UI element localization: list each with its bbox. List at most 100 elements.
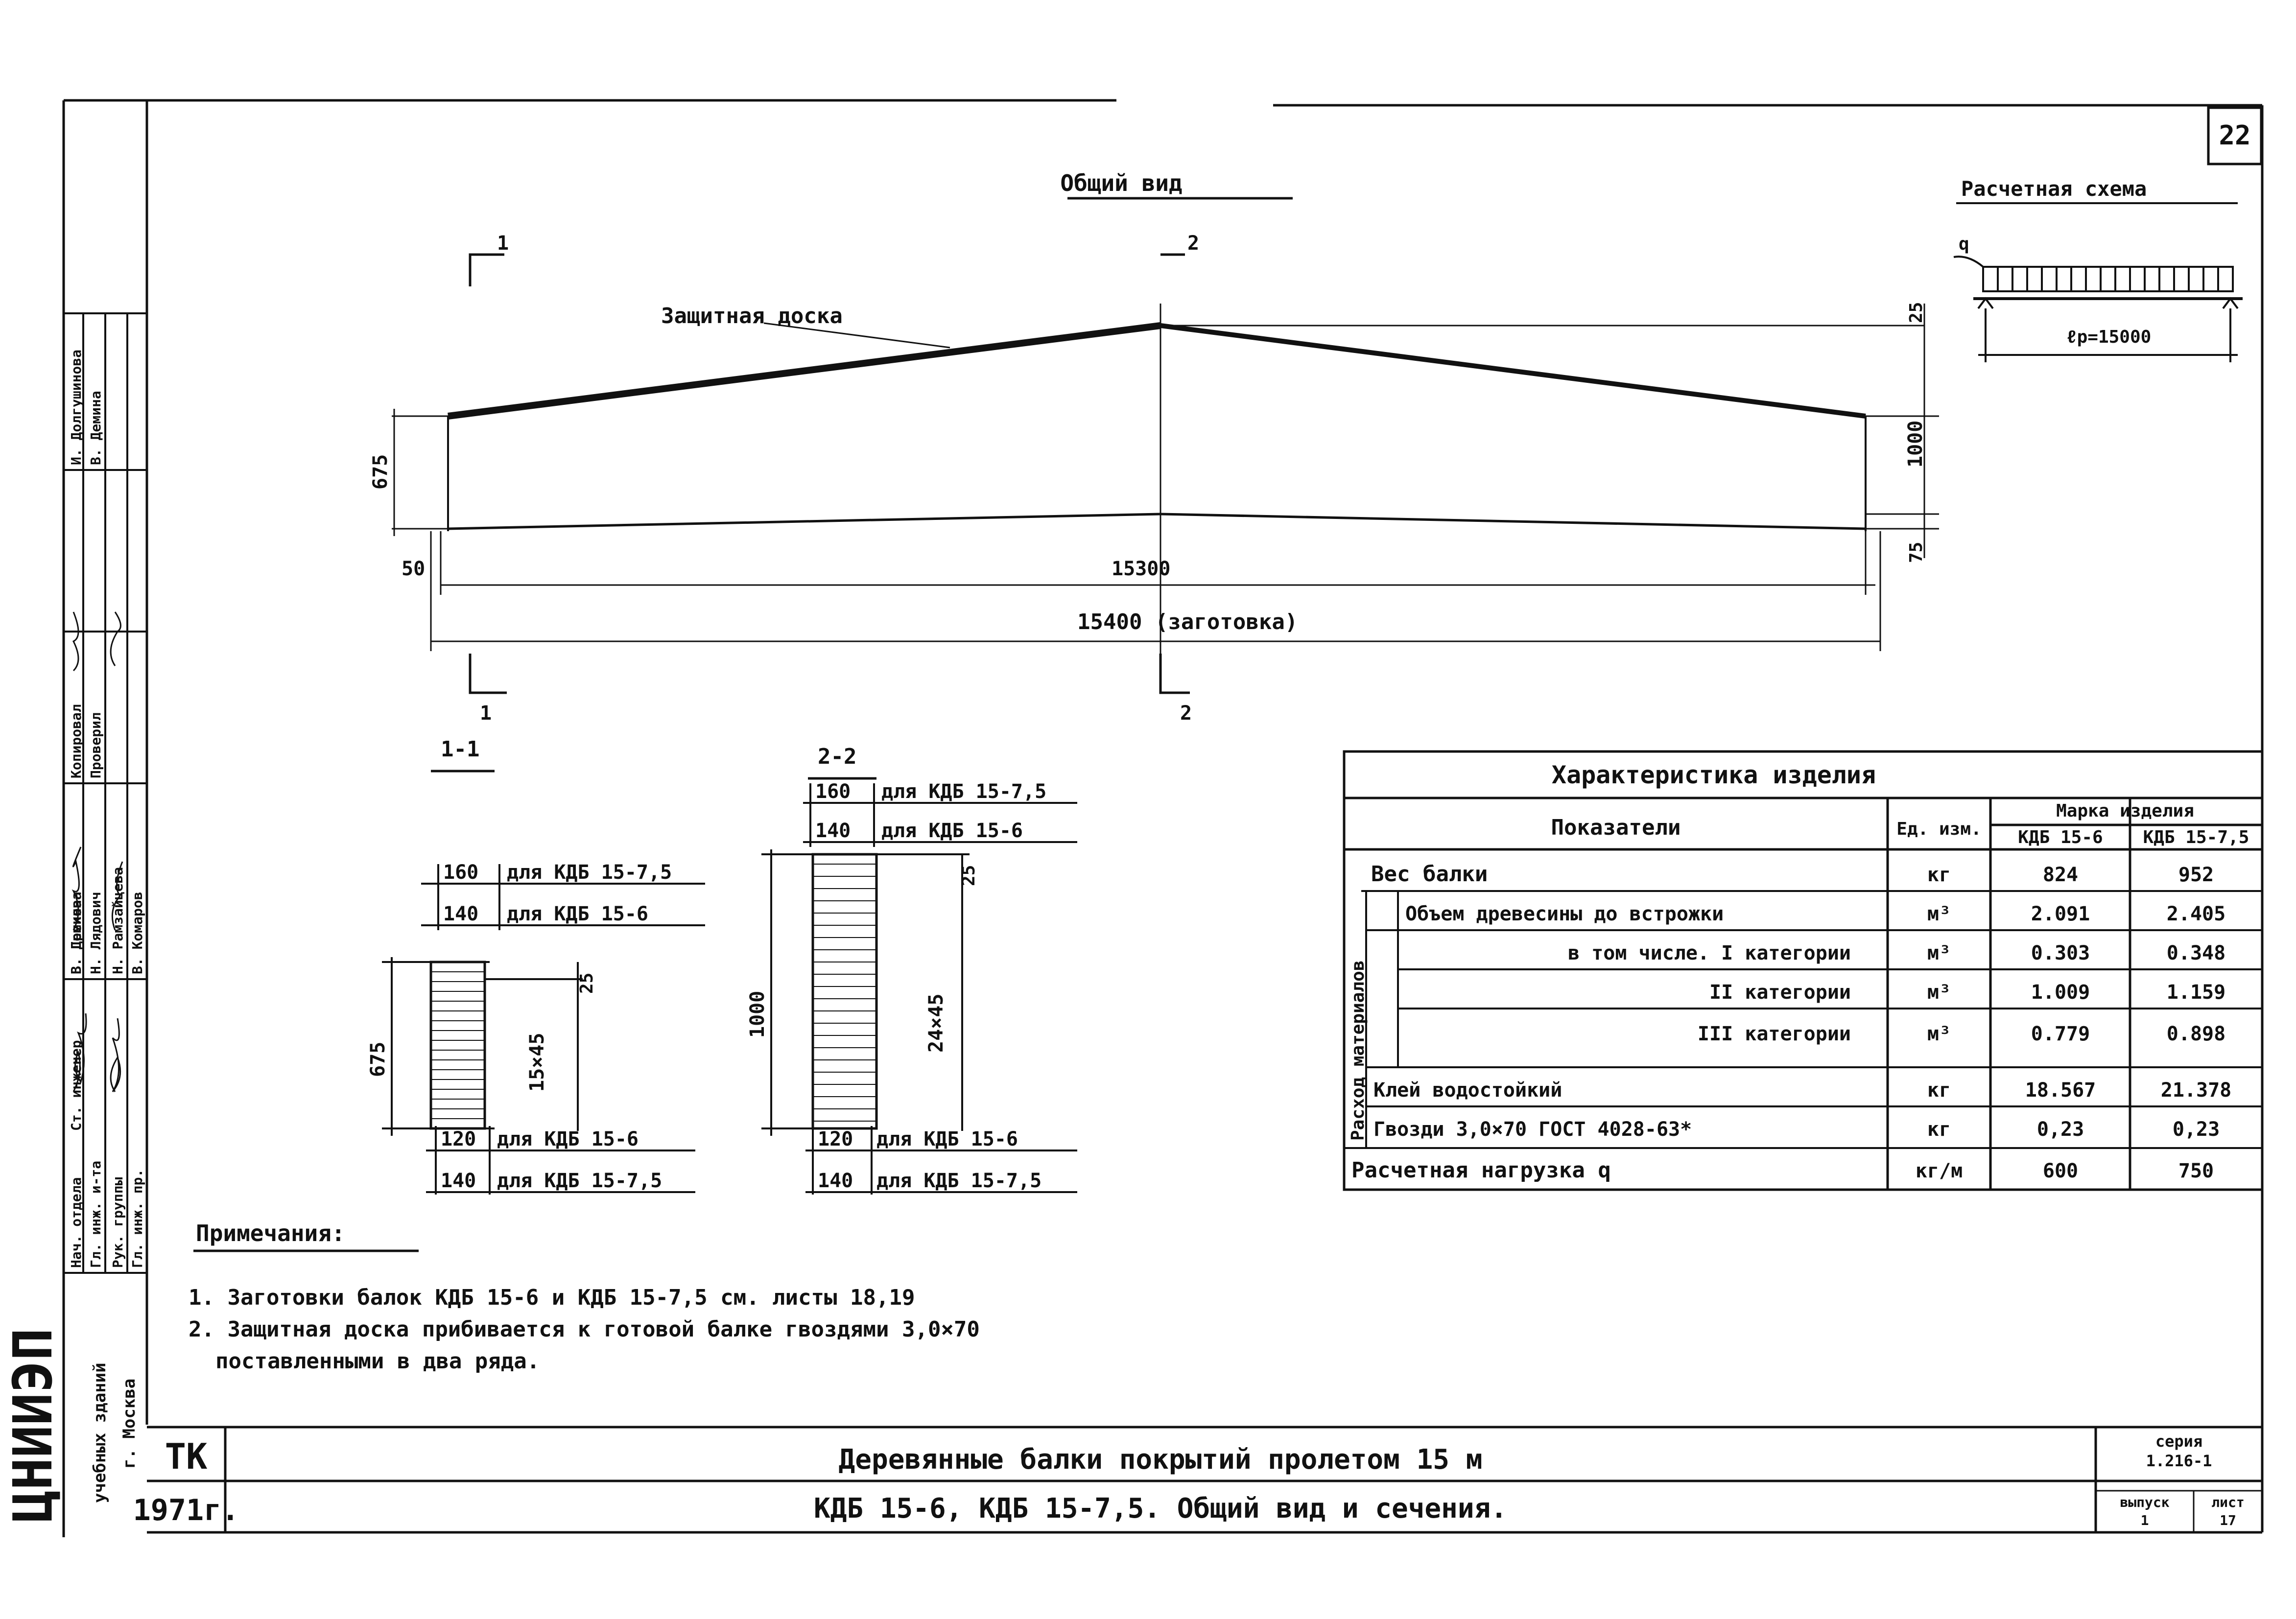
- section-2-laminations: [813, 864, 876, 1122]
- section-mark-1-bottom: 1: [480, 702, 492, 725]
- dim-span: 15300: [1112, 558, 1170, 580]
- section-2-height: 1000: [746, 991, 769, 1038]
- row-7-v2: 750: [2178, 1160, 2214, 1182]
- section-mark-2-bottom: 2: [1180, 702, 1192, 725]
- row-2-name: в том числе. I категории: [1568, 942, 1851, 964]
- dim-left-height: 675: [369, 454, 392, 490]
- section-2-title: 2-2: [818, 744, 856, 769]
- dim-bottom-camber: 75: [1906, 542, 1926, 563]
- row-6-v2: 0,23: [2173, 1118, 2220, 1141]
- row-5-unit: кг: [1927, 1079, 1951, 1102]
- section-2-n1: для КДБ 15-7,5: [881, 780, 1046, 803]
- side-stamp: Гл. инж. и-та Нач. отдела Гл. инж. пр. Р…: [1, 312, 147, 1523]
- row-2-v1: 0.303: [2031, 942, 2090, 964]
- stamp-role-4: Рук. группы: [110, 1177, 126, 1268]
- section-1-top-gap: 25: [577, 973, 597, 994]
- note-2: 2. Защитная доска прибивается к готовой …: [189, 1317, 980, 1342]
- section-mark-2-top: 2: [1187, 232, 1199, 255]
- row-2-v2: 0.348: [2167, 942, 2225, 964]
- calc-scheme: Расчетная схема q ℓp=15000: [1953, 177, 2243, 362]
- section-1-w3: 120: [441, 1128, 476, 1150]
- row-3-v2: 1.159: [2167, 981, 2225, 1004]
- section-1-w1: 160: [443, 861, 478, 884]
- calc-scheme-load: q: [1959, 234, 1969, 254]
- section-marks: [469, 253, 1190, 694]
- tb-series-label: серия: [2155, 1432, 2202, 1451]
- row-4-unit: м³: [1927, 1023, 1951, 1045]
- title-block: ТК 1971г. Деревянные балки покрытий прол…: [133, 1427, 2262, 1532]
- handwritten-signatures: [71, 611, 123, 1092]
- row-1-unit: м³: [1927, 903, 1951, 925]
- dimension-lines: [392, 304, 1939, 651]
- note-3: поставленными в два ряда.: [215, 1349, 540, 1374]
- section-1-laminations: [431, 971, 485, 1119]
- stamp-role-3: Гл. инж. пр.: [129, 1169, 145, 1268]
- section-1-n2: для КДБ 15-6: [507, 903, 648, 925]
- dim-left-offset: 50: [402, 558, 425, 580]
- org-sub-2: г. Москва: [119, 1379, 139, 1469]
- org-sub-1: учебных зданий: [90, 1362, 110, 1503]
- notes: Примечания: 1. Заготовки балок КДБ 15-6 …: [189, 1220, 980, 1374]
- stamp-role-2: Нач. отдела: [68, 1177, 84, 1268]
- section-2-w3: 120: [818, 1128, 853, 1150]
- dim-ridge-rise: 25: [1906, 302, 1926, 323]
- tb-title-line-2: КДБ 15-6, КДБ 15-7,5. Общий вид и сечени…: [814, 1493, 1507, 1525]
- row-5-name: Клей водостойкий: [1373, 1079, 1562, 1102]
- row-5-v2: 21.378: [2161, 1079, 2232, 1102]
- stamp-role-1: Гл. инж. и-та: [88, 1161, 104, 1268]
- row-0-v1: 824: [2043, 864, 2078, 886]
- col-mark: Марка изделия: [2056, 801, 2194, 821]
- row-4-v2: 0.898: [2167, 1023, 2225, 1045]
- stamp-check-role-2: Копировал: [68, 704, 84, 778]
- section-2-lamination: 24×45: [925, 994, 947, 1053]
- stamp-name-5: В. Демина: [68, 900, 84, 974]
- row-1-v1: 2.091: [2031, 903, 2090, 925]
- section-1-1: 1-1 160 для К: [367, 737, 705, 1195]
- org-name: ЦНИИЭП: [1, 1328, 64, 1523]
- characteristics-table: Характеристика изделия Показатели Ед. из…: [1343, 750, 2264, 1191]
- tb-year: 1971г.: [133, 1493, 239, 1527]
- stamp-check-name-2: И. Долгушинова: [68, 350, 84, 465]
- row-0-v2: 952: [2178, 864, 2214, 886]
- row-3-v1: 1.009: [2031, 981, 2090, 1004]
- tb-title-line-1: Деревянные балки покрытий пролетом 15 м: [839, 1444, 1483, 1476]
- tb-sheet-label: лист: [2211, 1494, 2244, 1510]
- section-1-n1: для КДБ 15-7,5: [507, 861, 672, 884]
- row-3-unit: м³: [1927, 981, 1951, 1004]
- row-4-v1: 0.779: [2031, 1023, 2090, 1045]
- section-1-height: 675: [367, 1042, 389, 1077]
- section-2-n4: для КДБ 15-7,5: [876, 1170, 1041, 1192]
- stamp-name-2: В. Грекова: [68, 892, 84, 974]
- dim-mid-height: 1000: [1904, 421, 1927, 468]
- section-1-w2: 140: [443, 903, 478, 925]
- row-7-v1: 600: [2043, 1160, 2078, 1182]
- col-m2: КДБ 15-7,5: [2143, 827, 2249, 847]
- section-1-w4: 140: [441, 1170, 476, 1192]
- characteristics-title: Характеристика изделия: [1552, 761, 1876, 789]
- section-2-w1: 160: [815, 780, 851, 803]
- section-1-lamination: 15×45: [526, 1033, 548, 1092]
- section-mark-1-top: 1: [497, 232, 509, 255]
- row-6-name: Гвозди 3,0×70 ГОСТ 4028-63*: [1373, 1118, 1692, 1141]
- tb-issue-value: 1: [2141, 1512, 2149, 1528]
- col-unit: Ед. изм.: [1896, 819, 1981, 839]
- stamp-check-role-1: Проверил: [88, 712, 104, 778]
- general-view: Общий вид Защитная доска 1 1 2 2: [369, 170, 1939, 725]
- row-1-name: Объем древесины до встрожки: [1405, 903, 1724, 925]
- section-2-top-gap: 25: [959, 865, 979, 886]
- col-m1: КДБ 15-6: [2018, 827, 2103, 847]
- section-2-n3: для КДБ 15-6: [876, 1128, 1018, 1150]
- protective-board-label: Защитная доска: [661, 304, 843, 328]
- row-3-name: II категории: [1709, 981, 1851, 1004]
- general-view-title: Общий вид: [1060, 170, 1182, 196]
- tb-issue-label: выпуск: [2120, 1494, 2169, 1510]
- row-2-unit: м³: [1927, 942, 1951, 964]
- stamp-name-3: В. Комаров: [129, 892, 145, 974]
- section-1-n4: для КДБ 15-7,5: [497, 1170, 662, 1192]
- tb-code: ТК: [165, 1436, 208, 1477]
- tb-sheet-value: 17: [2220, 1512, 2236, 1528]
- section-1-title: 1-1: [441, 737, 479, 762]
- row-6-v1: 0,23: [2037, 1118, 2084, 1141]
- section-2-2: 2-2: [746, 744, 1077, 1195]
- sheet-frame: [62, 99, 2264, 1537]
